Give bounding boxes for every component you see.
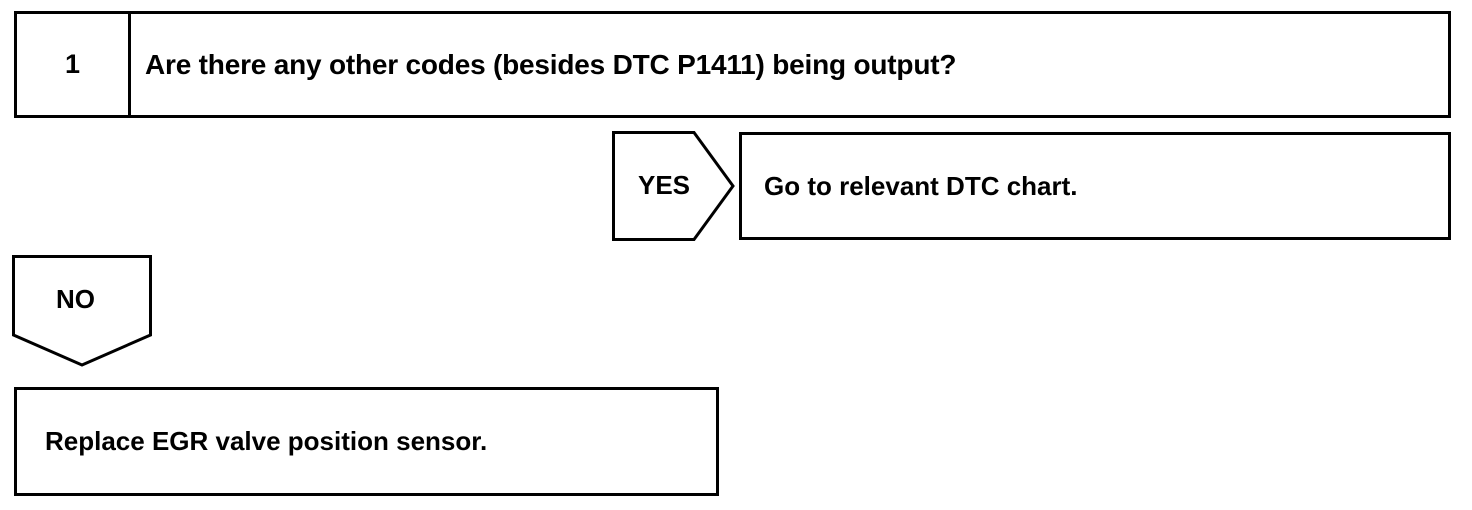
step-number: 1	[17, 14, 131, 115]
no-label: NO	[56, 284, 95, 314]
yes-label: YES	[638, 170, 691, 200]
step-1-box: 1 Are there any other codes (besides DTC…	[14, 11, 1451, 118]
yes-arrow-icon	[612, 131, 735, 241]
no-action-box: Replace EGR valve position sensor.	[14, 387, 719, 496]
step-question: Are there any other codes (besides DTC P…	[145, 48, 957, 80]
no-action-text: Replace EGR valve position sensor.	[45, 426, 488, 456]
yes-action-text: Go to relevant DTC chart.	[764, 170, 1078, 201]
yes-action-box: Go to relevant DTC chart.	[739, 132, 1451, 240]
no-arrow-icon	[12, 255, 152, 367]
